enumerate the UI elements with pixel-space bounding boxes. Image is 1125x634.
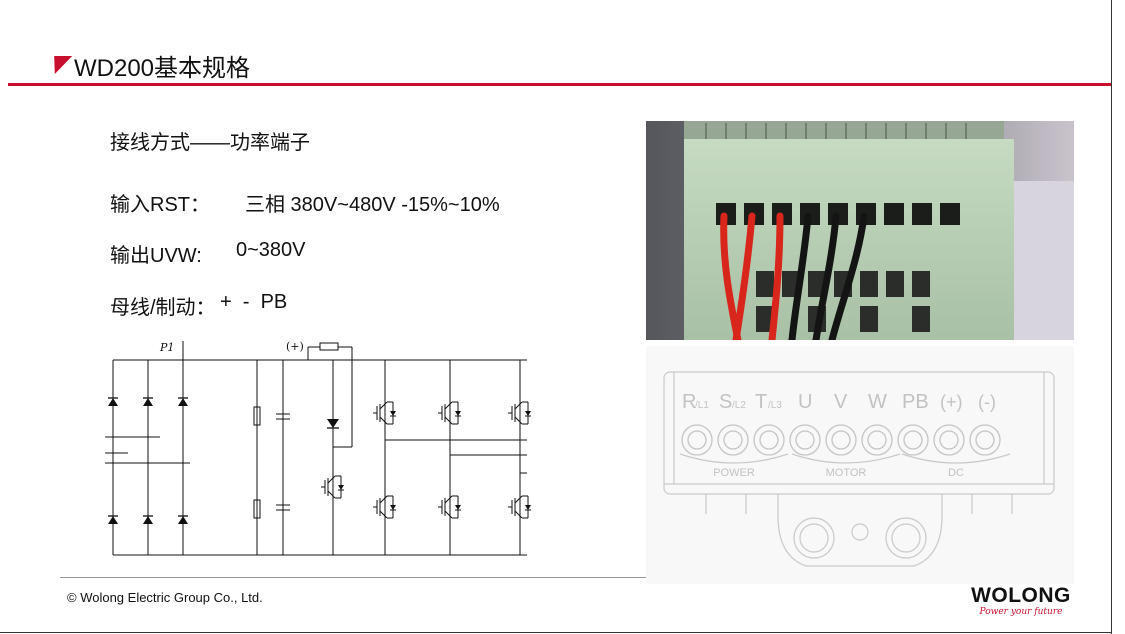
terminal-u: U bbox=[798, 391, 812, 413]
terminal-photo bbox=[646, 121, 1074, 340]
spec-wiring: 接线方式——功率端子 bbox=[110, 132, 310, 154]
terminal-t-sub: /L3 bbox=[768, 400, 782, 411]
terminal-minus: (-) bbox=[978, 392, 996, 412]
group-dc: DC bbox=[948, 467, 964, 479]
terminal-s-sub: /L2 bbox=[732, 400, 746, 411]
spec-bus-value: + - PB bbox=[220, 291, 288, 313]
terminal-plus: (+) bbox=[940, 392, 963, 412]
spec-input-value: 三相 380V~480V -15%~10% bbox=[245, 194, 500, 216]
logo-tagline: Power your future bbox=[979, 607, 1063, 617]
circuit-diagram: P1 (+) bbox=[105, 340, 532, 556]
label-plus: (+) bbox=[286, 340, 304, 353]
copyright-text: © Wolong Electric Group Co., Ltd. bbox=[67, 590, 263, 605]
title-divider bbox=[8, 83, 1111, 86]
title-bar: WD200基本规格 bbox=[45, 50, 251, 82]
terminal-r: R bbox=[682, 391, 696, 413]
footer-divider bbox=[60, 577, 646, 578]
terminal-w: W bbox=[868, 391, 887, 413]
spec-output-value: 0~380V bbox=[236, 239, 306, 261]
label-p1: P1 bbox=[159, 341, 174, 354]
terminal-s: S bbox=[719, 391, 732, 413]
terminal-v: V bbox=[834, 391, 848, 413]
wolong-logo: WOLONG Power your future bbox=[966, 585, 1076, 618]
page-title: WD200基本规格 bbox=[74, 54, 251, 82]
terminal-t: T bbox=[755, 391, 767, 413]
spec-bus-label: 母线/制动： bbox=[110, 297, 216, 319]
title-accent-mark bbox=[45, 56, 73, 74]
terminal-r-sub: /L1 bbox=[695, 400, 709, 411]
spec-output-label: 输出UVW: bbox=[110, 245, 202, 267]
group-power: POWER bbox=[713, 467, 755, 479]
logo-wordmark: WOLONG bbox=[971, 584, 1071, 607]
group-motor: MOTOR bbox=[826, 467, 867, 479]
frame-border-bottom bbox=[0, 632, 1112, 633]
spec-input-label: 输入RST： bbox=[110, 194, 210, 216]
terminal-pb: PB bbox=[902, 391, 929, 413]
terminal-block-drawing: R /L1 S /L2 T /L3 U V W PB (+) (-) POWER… bbox=[646, 346, 1074, 584]
frame-border-right bbox=[1111, 0, 1112, 634]
